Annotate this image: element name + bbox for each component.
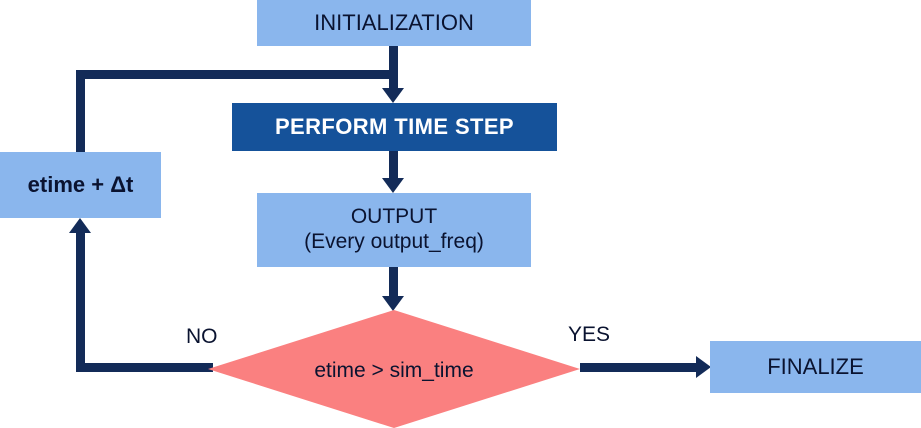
node-output-line2: (Every output_freq) [304,230,484,253]
connector-timestep-to-output [389,151,398,179]
node-perform-time-step-label: PERFORM TIME STEP [274,114,515,140]
node-output-label: OUTPUT (Every output_freq) [304,205,484,255]
edge-label-yes: YES [568,323,611,346]
node-decision-etime-gt-simtime[interactable]: etime > sim_time [208,310,580,428]
node-initialization-label: INITIALIZATION [314,10,474,36]
node-finalize-label: FINALIZE [767,354,864,380]
node-output-line1: OUTPUT [350,205,438,229]
node-decision-label: etime > sim_time [314,359,474,382]
connector-decision-yes-to-finalize [580,363,698,372]
arrowhead-init-to-timestep [382,88,404,103]
arrowhead-timestep-to-output [382,178,404,193]
node-perform-time-step[interactable]: PERFORM TIME STEP [232,103,557,151]
node-initialization[interactable]: INITIALIZATION [257,0,531,46]
connector-etime-vertical-up [76,70,85,152]
edge-label-no: NO [186,325,218,348]
arrowhead-feedback-to-etime [69,218,91,233]
node-finalize[interactable]: FINALIZE [710,341,921,393]
node-decision-label-wrap: etime > sim_time [208,310,580,428]
connector-etime-horizontal-to-timestep [76,70,393,79]
connector-feedback-vertical-up [76,232,85,368]
arrowhead-output-to-decision [382,296,404,311]
arrowhead-decision-to-finalize [696,356,711,378]
node-output[interactable]: OUTPUT (Every output_freq) [257,193,531,267]
connector-init-to-timestep [389,46,398,90]
connector-output-to-decision [389,267,398,297]
node-etime-increment-label: etime + Δt [27,172,134,198]
node-etime-increment[interactable]: etime + Δt [0,152,161,218]
connector-decision-no-horizontal [76,363,213,372]
